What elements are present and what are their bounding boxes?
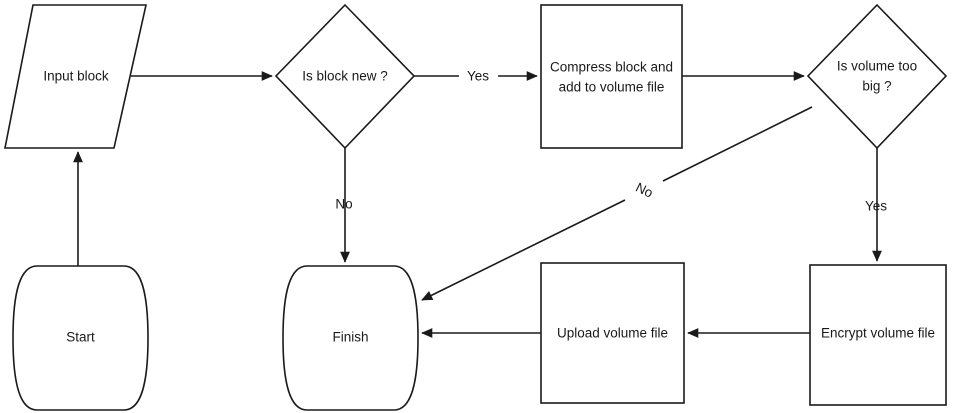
rectangle-shape <box>809 264 947 406</box>
parallelogram-shape <box>4 4 147 149</box>
node-label-upload-volume: Upload volume file <box>557 326 668 341</box>
node-label-start: Start <box>66 330 95 345</box>
node-encrypt-volume[interactable]: Encrypt volume file <box>809 264 947 406</box>
edge-line-segment-upper <box>662 106 813 182</box>
node-is-block-new[interactable]: Is block new ? <box>274 3 416 150</box>
node-input-block[interactable]: Input block <box>4 4 147 149</box>
edge-label-no-is-block-new: No <box>335 197 352 212</box>
node-label-compress-block-line2: add to volume file <box>559 80 665 95</box>
edge-is-volume-no: No <box>421 106 813 301</box>
edge-is-block-new-yes: Yes <box>414 69 538 84</box>
node-label-is-volume-too-big-line1: Is volume too <box>837 59 917 74</box>
edge-line-segment-lower <box>421 199 626 301</box>
node-start[interactable]: Start <box>12 265 149 411</box>
node-is-volume-too-big[interactable]: Is volume too big ? <box>806 3 948 150</box>
rectangle-shape <box>540 262 685 404</box>
node-label-is-block-new: Is block new ? <box>302 69 388 84</box>
edge-is-block-new-no: No <box>335 148 353 263</box>
barrel-shape <box>12 265 149 411</box>
edge-is-volume-yes: Yes <box>865 148 887 262</box>
edge-label-yes-is-block-new: Yes <box>467 69 489 84</box>
node-compress-block[interactable]: Compress block and add to volume file <box>540 4 683 149</box>
node-label-compress-block-line1: Compress block and <box>550 60 673 75</box>
node-finish[interactable]: Finish <box>282 265 419 411</box>
barrel-shape <box>282 265 419 411</box>
edge-label-yes-is-volume: Yes <box>865 199 887 214</box>
diamond-shape <box>806 3 948 150</box>
edge-label-no-is-volume: No <box>633 180 655 201</box>
node-label-is-volume-too-big-line2: big ? <box>862 79 891 94</box>
node-label-finish: Finish <box>332 330 368 345</box>
node-label-input-block: Input block <box>43 69 109 84</box>
node-label-encrypt-volume: Encrypt volume file <box>821 326 935 341</box>
node-upload-volume[interactable]: Upload volume file <box>540 262 685 404</box>
rectangle-shape <box>540 4 683 149</box>
